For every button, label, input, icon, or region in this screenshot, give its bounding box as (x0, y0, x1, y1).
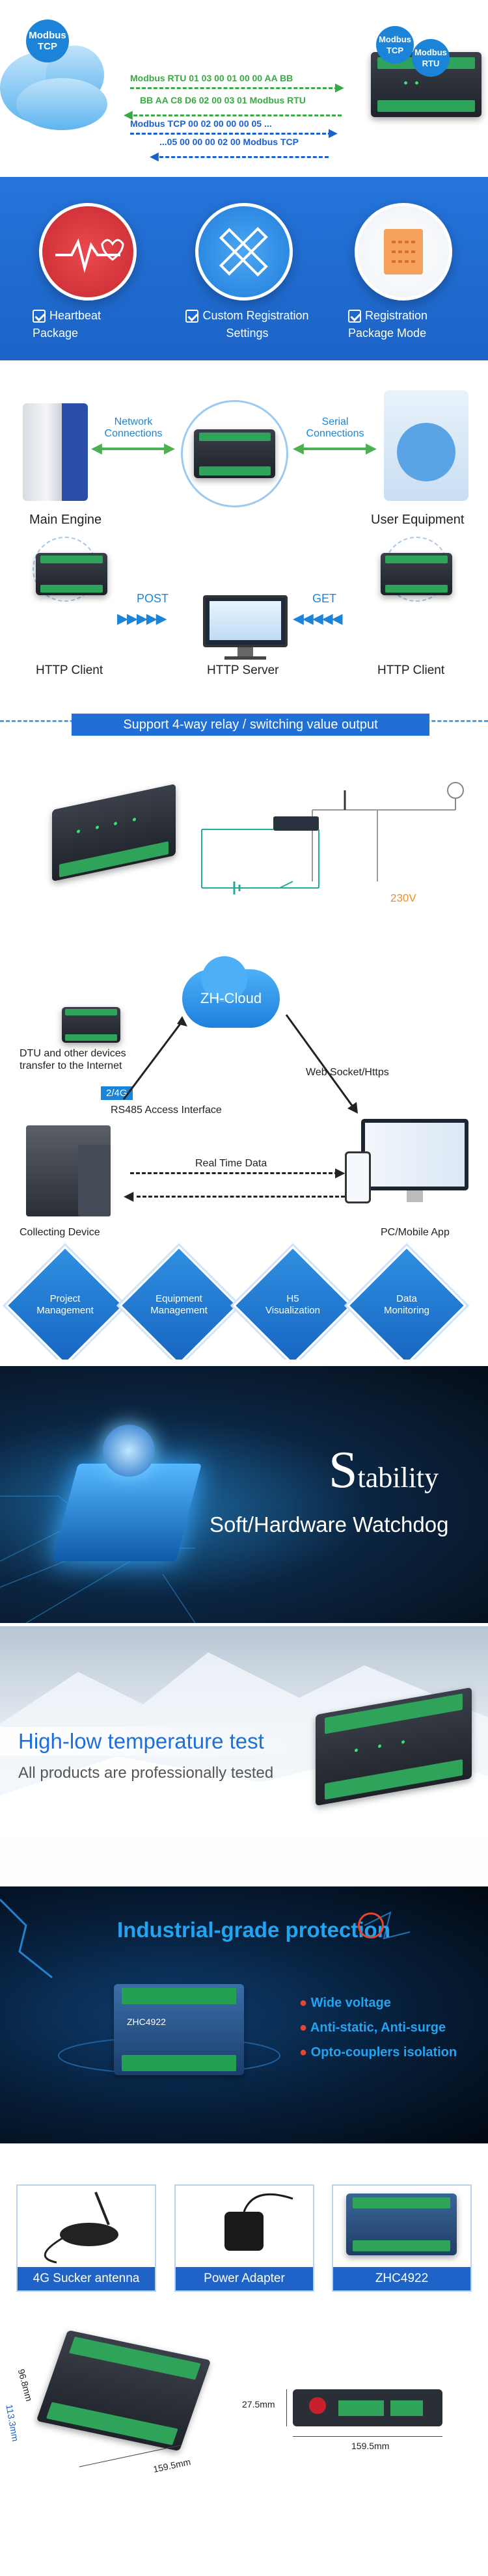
http-server-label: HTTP Server (207, 664, 279, 677)
realtime-label: Real Time Data (195, 1158, 267, 1169)
client-device-right (381, 553, 452, 595)
relay-section: Support 4-way relay / switching value ou… (0, 706, 488, 937)
accessory-device: ZHC4922 (332, 2184, 472, 2292)
dim-height: 27.5mm (242, 2399, 275, 2409)
stability-title: Stability (329, 1442, 439, 1499)
get-label: GET (312, 592, 337, 605)
stability-section: Stability Soft/Hardware Watchdog (0, 1366, 488, 1623)
industrial-section: Industrial-grade protection ZHC4922 ● Wi… (0, 1886, 488, 2143)
industrial-device: ZHC4922 (114, 1984, 244, 2075)
device-model-label: ZHC4922 (127, 2017, 166, 2027)
accessory-label-1: 4G Sucker antenna (18, 2267, 155, 2290)
temperature-subtitle: All products are professionally tested (18, 1764, 274, 1782)
device-rtu-badge: Modbus RTU (412, 39, 450, 77)
collecting-device-label: Collecting Device (20, 1227, 100, 1238)
bullet-1: ● Wide voltage (299, 1996, 391, 2010)
shield-icon (103, 1425, 155, 1477)
temperature-title: High-low temperature test (18, 1729, 264, 1753)
modbus-line-3: Modbus TCP 00 02 00 00 00 05 ... (130, 118, 272, 129)
modbus-tcp-badge: Modbus TCP (26, 20, 69, 62)
note-icon (355, 203, 452, 301)
accessories-section: 4G Sucker antenna Power Adapter ZHC4922 (0, 2147, 488, 2316)
dtu-device (62, 1007, 120, 1043)
relay-banner: Support 4-way relay / switching value ou… (72, 714, 429, 736)
http-section: HTTP Client POST ▶▶▶▶▶ HTTP Server GET ◀… (0, 533, 488, 699)
feature-label-2: Custom Registration Settings (176, 307, 319, 342)
client-device-left (36, 553, 107, 595)
dim-width: 159.5mm (152, 2456, 192, 2475)
http-client-right-label: HTTP Client (377, 664, 445, 677)
accessory-label-3: ZHC4922 (333, 2267, 470, 2290)
feature-label-1: Heartbeat Package (33, 309, 102, 340)
heartbeat-icon (39, 203, 137, 301)
modbus-section: Modbus TCP Modbus TCP Modbus RTU Modbus … (0, 0, 488, 169)
chip-image (51, 1464, 202, 1561)
user-equipment-label: User Equipment (371, 513, 465, 527)
serial-connections-label: Serial Connections (306, 416, 364, 439)
modbus-line-4: ...05 00 00 00 02 00 Modbus TCP (159, 137, 299, 147)
bullet-3: ● Opto-couplers isolation (299, 2045, 457, 2059)
feature-label-3: Registration Package Mode (348, 309, 428, 340)
accessory-label-2: Power Adapter (176, 2267, 313, 2290)
dim-depth: 113.3mm (4, 2404, 21, 2443)
network-section: Main Engine Network Connections ◀ ▶ Seri… (0, 364, 488, 533)
features-section: Heartbeat Package Custom Registration Se… (0, 177, 488, 360)
temperature-section: High-low temperature test All products a… (0, 1626, 488, 1883)
post-label: POST (137, 592, 169, 605)
modbus-line-1: Modbus RTU 01 03 00 01 00 00 AA BB (130, 73, 293, 83)
relay-circuit-diagram (201, 782, 464, 894)
stability-subtitle: Soft/Hardware Watchdog (210, 1512, 449, 1536)
dim-height-left: 96.8mm (16, 2368, 35, 2402)
accessory-antenna: 4G Sucker antenna (16, 2184, 156, 2292)
http-client-left-label: HTTP Client (36, 664, 103, 677)
main-engine-label: Main Engine (29, 513, 102, 527)
voltage-label: 230V (390, 892, 416, 904)
cloud-section: ZH-Cloud DTU and other devices transfer … (0, 937, 488, 1360)
rs485-label: RS485 Access Interface (111, 1105, 222, 1116)
device-tcp-badge: Modbus TCP (376, 26, 414, 64)
relay-device-image (52, 783, 176, 882)
bullet-2: ● Anti-static, Anti-surge (299, 2020, 446, 2035)
websocket-label: Web Socket/Https (306, 1067, 389, 1078)
dtu-text: DTU and other devices transfer to the In… (20, 1048, 126, 1071)
dimensions-section: 96.8mm 113.3mm 159.5mm 27.5mm 159.5mm (0, 2316, 488, 2576)
pc-app-label: PC/Mobile App (381, 1227, 450, 1238)
pc-app-image (361, 1119, 468, 1190)
dim-width-2: 159.5mm (351, 2441, 390, 2451)
dimension-device-3d (36, 2329, 211, 2452)
modbus-line-2: BB AA C8 D6 02 00 03 01 Modbus RTU (140, 95, 306, 105)
industrial-title: Industrial-grade protection (117, 1918, 390, 1942)
network-connections-label: Network Connections (104, 416, 163, 439)
zh-cloud-title: ZH-Cloud (200, 990, 262, 1006)
accessory-adapter: Power Adapter (174, 2184, 314, 2292)
pencil-ruler-icon (195, 203, 293, 301)
